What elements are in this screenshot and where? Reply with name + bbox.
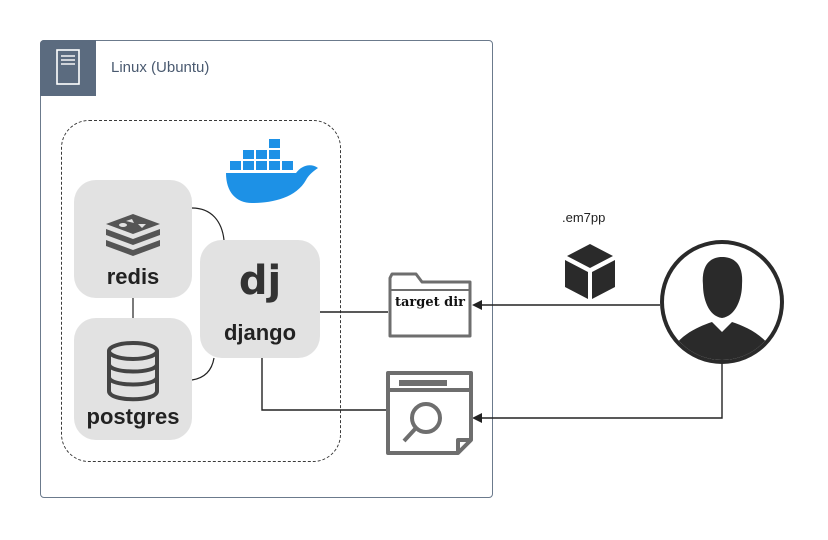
postgres-service: postgres [74,318,192,440]
docker-group [61,120,341,462]
arrowhead-target [472,300,482,310]
django-logo: dj [238,258,282,304]
connector-user-webui [476,362,723,419]
connector-django-webui [261,358,388,411]
target-dir-node: target dir [388,268,472,340]
django-service: dj django [200,240,320,358]
arrowhead-webui [472,413,482,423]
database-icon [107,341,159,402]
redis-icon [106,214,160,256]
folder-icon [388,272,472,338]
linux-host-frame [40,40,493,498]
postgres-label: postgres [86,404,180,429]
connector-postgres-django [191,357,215,381]
server-icon [56,49,80,85]
package-label: .em7pp [562,210,606,225]
django-label: django [223,320,297,345]
redis-label: redis [106,264,160,289]
linux-host-title: Linux (Ubuntu) [111,59,210,76]
redis-service: redis [74,180,192,298]
target-dir-label: target dir [394,295,466,310]
connector-redis-django [191,207,225,241]
linux-host-tab [40,40,96,96]
